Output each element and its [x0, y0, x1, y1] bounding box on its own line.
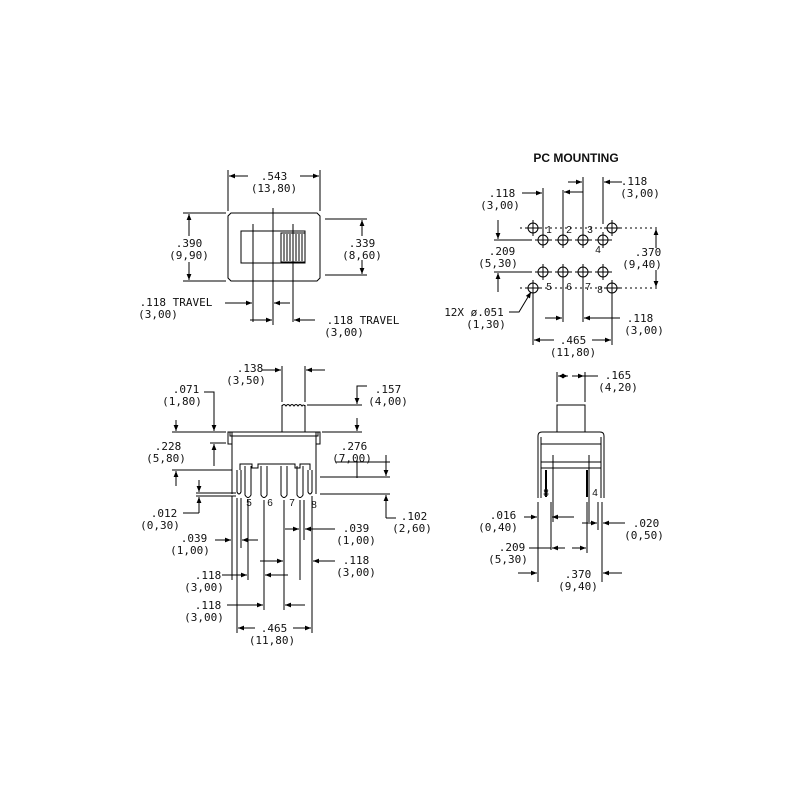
pin-label: 4 [595, 245, 601, 256]
dim-span-mm: (11,80) [249, 634, 295, 647]
pin-label: 8 [543, 488, 549, 499]
dim-pitch-left-mm: (3,00) [184, 581, 224, 594]
dim-span-mm: (11,80) [550, 346, 596, 359]
dim-span: .465 [560, 334, 587, 347]
dim-travel-left-mm: (3,00) [138, 308, 178, 321]
dim-pin-height-mm: (7,00) [332, 452, 372, 465]
dim-pitch-right-mm: (3,00) [336, 566, 376, 579]
dim-actuator-width-mm: (4,20) [598, 381, 638, 394]
pin-label: 3 [587, 225, 593, 236]
dim-inner-height: .339 [349, 237, 376, 250]
dim-width: .543 [261, 170, 288, 183]
dim-actuator-width: .138 [237, 362, 264, 375]
dim-gap-mm: (0,30) [140, 519, 180, 532]
pin-label: 4 [592, 488, 598, 499]
dim-pin-width-mm: (0,40) [478, 521, 518, 534]
switch-body-outline [227, 212, 321, 282]
pc-mounting-view: PC MOUNTING 1 2 3 4 5 6 7 8 .118 (3,00) … [444, 151, 664, 359]
pin-label: 7 [289, 498, 295, 509]
pin-label: 8 [311, 500, 317, 511]
dim-width-mm: (13,80) [251, 182, 297, 195]
dim-tab: .071 [173, 383, 200, 396]
body-top [229, 431, 319, 437]
pc-mounting-title: PC MOUNTING [533, 151, 618, 165]
dim-pitch: .118 [489, 187, 516, 200]
pin-label: 6 [267, 498, 273, 509]
dim-row-spacing-mm: (5,30) [488, 553, 528, 566]
dim-body: .228 [155, 440, 182, 453]
dim-lead: .102 [401, 510, 428, 523]
dim-travel-left: .118 TRAVEL [140, 296, 213, 309]
body-outline [537, 431, 605, 498]
dim-pitch-mm: (3,00) [480, 199, 520, 212]
dim-row-spacing: .209 [499, 541, 526, 554]
side-view: 5 6 7 8 .138 (3,50) .157 (4,00) .071 (1,… [140, 362, 432, 647]
dim-gap: .012 [151, 507, 178, 520]
dim-travel-right-mm: (3,00) [324, 326, 364, 339]
dim-bottom-pitch-mm: (3,00) [624, 324, 664, 337]
dim-overall-mm: (9,40) [558, 580, 598, 593]
dim-height-mm: (9,90) [169, 249, 209, 262]
pin-label: 1 [546, 225, 552, 236]
end-view: 8 4 .165 (4,20) .016 (0,40) .020 (0,50) … [478, 369, 664, 593]
pin-label: 2 [566, 225, 572, 236]
dim-overall: .370 [565, 568, 592, 581]
dim-pitch-right: .118 [621, 175, 648, 188]
dim-lead-width-left-mm: (1,00) [170, 544, 210, 557]
actuator [281, 405, 306, 432]
pin-label: 5 [546, 282, 552, 293]
dim-hole-diameter: 12X ø.051 [444, 306, 504, 319]
dim-lead-width-right-mm: (1,00) [336, 534, 376, 547]
pin-label: 7 [585, 282, 591, 293]
dim-hole-diameter-mm: (1,30) [466, 318, 506, 331]
dim-actuator-width: .165 [605, 369, 632, 382]
dim-tab-mm: (1,80) [162, 395, 202, 408]
dim-actuator-height: .157 [375, 383, 402, 396]
dim-pitch-left: .118 [195, 569, 222, 582]
dim-actuator-height-mm: (4,00) [368, 395, 408, 408]
dim-tab-width-mm: (0,50) [624, 529, 664, 542]
dim-pitch-right-mm: (3,00) [620, 187, 660, 200]
dim-row-spacing: .209 [489, 245, 516, 258]
dim-travel-right: .118 TRAVEL [327, 314, 400, 327]
dim-span: .465 [261, 622, 288, 635]
dim-outer-spacing: .370 [635, 246, 662, 259]
dim-height: .390 [176, 237, 203, 250]
dim-lead-width-right: .039 [343, 522, 370, 535]
dim-pin-width: .016 [490, 509, 517, 522]
dim-pitch-right: .118 [343, 554, 370, 567]
pin-label: 8 [597, 285, 603, 296]
dim-bottom-pitch: .118 [627, 312, 654, 325]
dim-actuator-width-mm: (3,50) [226, 374, 266, 387]
dim-tab-width: .020 [633, 517, 660, 530]
body-sides [231, 436, 317, 494]
dim-row-spacing-mm: (5,30) [478, 257, 518, 270]
dim-outer-spacing-mm: (9,40) [622, 258, 662, 271]
dim-body-mm: (5,80) [146, 452, 186, 465]
dim-inner-height-mm: (8,60) [342, 249, 382, 262]
dim-pitch-left-2-mm: (3,00) [184, 611, 224, 624]
top-view: .543 (13,80) .390 (9,90) .339 (8,60) .11… [138, 170, 400, 339]
pin-label: 6 [566, 282, 572, 293]
dim-pitch-left-2: .118 [195, 599, 222, 612]
dim-lead-width-left: .039 [181, 532, 208, 545]
dim-pin-height: .276 [341, 440, 368, 453]
mounting-holes [524, 219, 621, 297]
leads [236, 466, 313, 498]
actuator [556, 404, 586, 433]
dim-lead-mm: (2,60) [392, 522, 432, 535]
pin-label: 5 [246, 498, 252, 509]
